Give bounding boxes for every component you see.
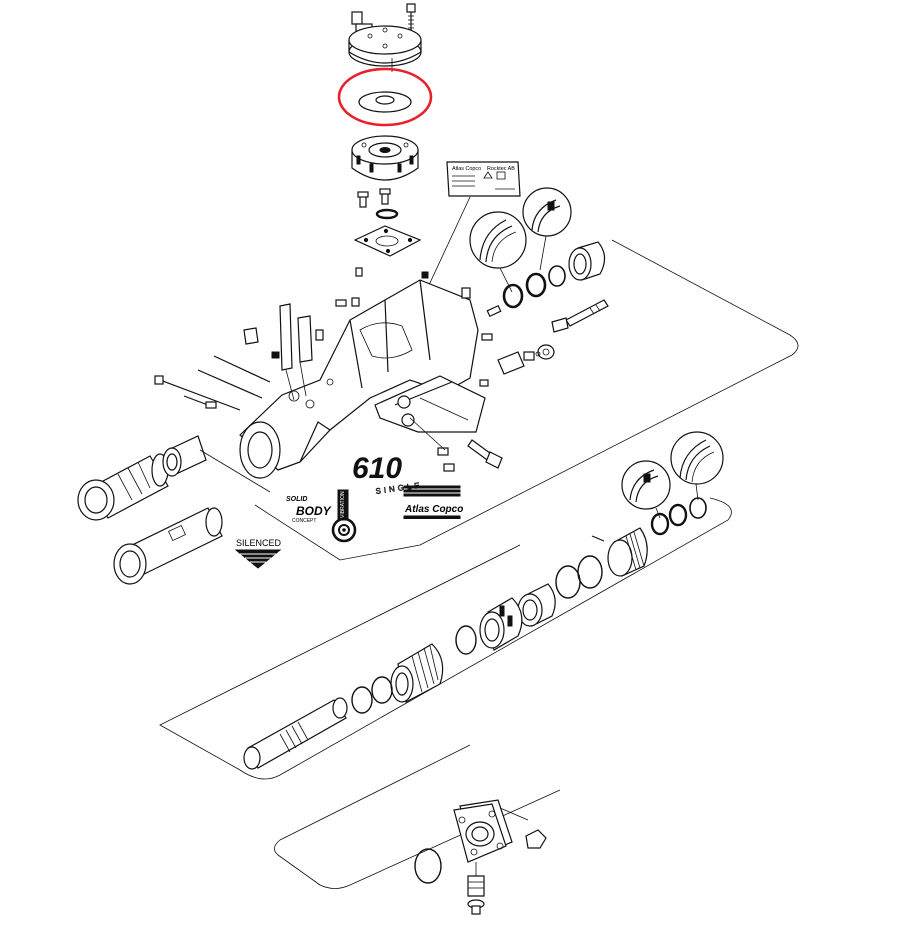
brand-logo-text: Atlas Copco	[404, 504, 463, 515]
o-ring-c	[455, 625, 477, 655]
wedge-bars	[243, 303, 324, 401]
small-nut-right	[551, 317, 569, 333]
cylinder-body	[239, 279, 486, 479]
plate-brand-text: Atlas Copco	[452, 166, 481, 172]
flange-nut	[525, 829, 547, 849]
chuck-body	[113, 507, 223, 585]
top-bolt	[406, 3, 416, 32]
bottom-fitting	[467, 862, 485, 915]
silenced-label: SILENCED	[236, 538, 282, 548]
o-ring-a	[577, 555, 603, 589]
small-pin	[591, 535, 605, 542]
seal-ring-1	[502, 283, 524, 309]
valve-bushing	[479, 597, 523, 651]
small-screw-mid	[486, 304, 502, 318]
o-ring-e	[351, 686, 373, 714]
lube-fitting-right	[497, 344, 555, 375]
front-sleeve	[77, 453, 169, 521]
lower-group-boundary	[159, 497, 732, 780]
solid-body-line2: BODY	[296, 504, 332, 518]
upper-bushing	[568, 241, 606, 281]
seal-ring-2	[525, 272, 547, 298]
highlighted-washer	[358, 91, 412, 113]
bottom-group-boundary	[274, 744, 561, 889]
piston-rod	[243, 697, 348, 770]
guide-rods	[154, 355, 271, 411]
model-badge: 610 SINGLE	[352, 452, 423, 496]
identification-plate: Atlas Copco Rocktec AB	[446, 161, 521, 197]
detail-bubble-left-upper	[469, 211, 527, 293]
clamp-bolt	[467, 439, 503, 469]
body-top-screws	[335, 267, 493, 341]
seal-ring-5	[668, 503, 688, 527]
vibration-badge-text: VIBRATION	[340, 491, 346, 518]
housing-gasket	[353, 225, 422, 257]
detail-bubble-right-upper	[522, 187, 572, 271]
upper-group-boundary	[254, 239, 799, 561]
end-flange	[453, 799, 513, 863]
seal-ring-3	[548, 265, 566, 287]
flange-o-ring	[414, 848, 442, 884]
solid-body-line3: CONCEPT	[292, 518, 316, 524]
seal-ring-4	[650, 512, 670, 536]
rear-bushing-threaded	[607, 527, 648, 577]
top-cover-plate	[348, 25, 422, 72]
brand-logo: Atlas Copco	[403, 485, 463, 519]
through-bolt-right	[565, 299, 609, 327]
detail-bubble-right-lower	[670, 431, 724, 501]
plate-company-text: Rocktec AB	[487, 166, 515, 172]
cylinder-liner	[517, 583, 556, 627]
seal-ring-6	[689, 497, 707, 519]
highlight-circle	[337, 67, 433, 127]
bolt-nuts	[409, 379, 489, 472]
retainer-ring	[162, 435, 207, 477]
detail-bubble-left-lower	[621, 460, 671, 519]
housing-screws	[357, 188, 391, 208]
housing-o-ring	[375, 208, 399, 220]
silenced-decal: SILENCED	[234, 538, 282, 569]
o-ring-b	[555, 565, 581, 599]
solid-body-decal: SOLID BODY CONCEPT	[286, 496, 332, 524]
piston	[390, 643, 444, 703]
valve-housing	[351, 135, 419, 181]
model-badge-number: 610	[352, 452, 402, 485]
o-ring-d	[371, 676, 393, 704]
vibration-badge: VIBRATION	[331, 489, 357, 543]
solid-body-line1: SOLID	[286, 496, 307, 503]
